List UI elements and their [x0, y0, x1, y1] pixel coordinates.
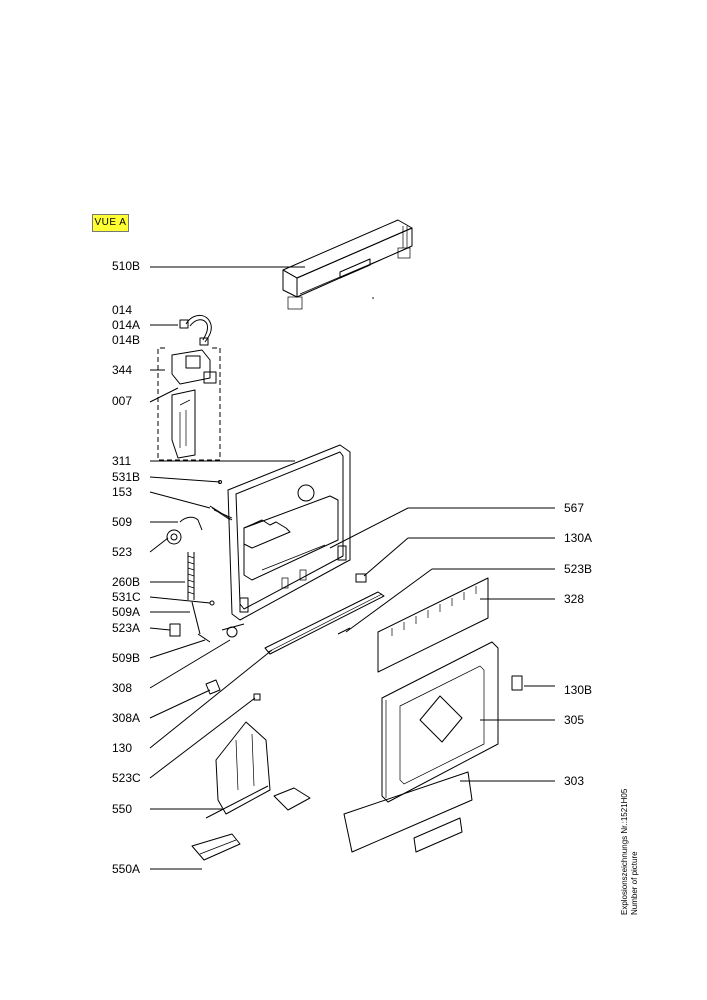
label-014: 014	[112, 303, 132, 317]
part-130B-clip	[511, 675, 523, 691]
part-344-door-lock	[157, 347, 221, 461]
number-of-picture: Number of picture	[630, 851, 639, 915]
part-523-pulley	[166, 529, 182, 545]
part-308-hinge	[221, 623, 245, 638]
part-303-base-plate	[343, 771, 473, 853]
part-523B-pin	[337, 627, 351, 635]
part-509B-pin	[197, 633, 211, 643]
part-509A-rod	[191, 601, 201, 635]
label-014B: 014B	[112, 333, 140, 347]
label-344: 344	[112, 363, 132, 377]
part-305-outer-door	[381, 641, 499, 803]
drawing-number-caption: Explosionszeichnungs Nr.:1521H05 Number …	[620, 789, 640, 915]
label-510B: 510B	[112, 259, 140, 273]
label-509A: 509A	[112, 605, 140, 619]
label-153: 153	[112, 485, 132, 499]
label-130: 130	[112, 741, 132, 755]
part-550A-foot	[191, 833, 241, 861]
part-130-rail	[264, 591, 385, 655]
leader-lines	[149, 266, 555, 870]
part-014-wiring	[179, 315, 212, 346]
label-567: 567	[564, 501, 584, 515]
label-007: 007	[112, 394, 132, 408]
label-531B: 531B	[112, 470, 140, 484]
label-014A: 014A	[112, 318, 140, 332]
label-550A: 550A	[112, 862, 140, 876]
part-509-hinge-arm	[179, 516, 203, 531]
part-311-inner-door	[227, 444, 351, 621]
label-523: 523	[112, 545, 132, 559]
label-130A: 130A	[564, 531, 592, 545]
part-550-foot	[205, 721, 311, 819]
part-523A-bracket	[169, 623, 181, 637]
label-509B: 509B	[112, 651, 140, 665]
label-550: 550	[112, 802, 132, 816]
label-523A: 523A	[112, 621, 140, 635]
label-260B: 260B	[112, 575, 140, 589]
label-523B: 523B	[564, 562, 592, 576]
view-badge: VUE A	[92, 214, 129, 232]
label-308: 308	[112, 681, 132, 695]
label-523C: 523C	[112, 771, 141, 785]
part-308A-clip	[205, 679, 221, 695]
label-328: 328	[564, 592, 584, 606]
label-531C: 531C	[112, 590, 141, 604]
label-308A: 308A	[112, 711, 140, 725]
label-311: 311	[112, 454, 131, 468]
part-260B-spring	[187, 552, 195, 600]
label-305: 305	[564, 713, 584, 727]
label-130B: 130B	[564, 683, 592, 697]
label-303: 303	[564, 774, 584, 788]
part-510B-control-panel	[282, 219, 413, 310]
part-531B-screw	[218, 480, 222, 484]
drawing-number: Explosionszeichnungs Nr.:1521H05	[620, 788, 629, 915]
part-523C-clip	[253, 693, 261, 701]
label-509: 509	[112, 515, 132, 529]
part-328-panel	[377, 577, 489, 673]
part-531C-screw	[209, 600, 215, 606]
marker-dot	[372, 297, 374, 299]
part-130A-block	[355, 573, 367, 583]
